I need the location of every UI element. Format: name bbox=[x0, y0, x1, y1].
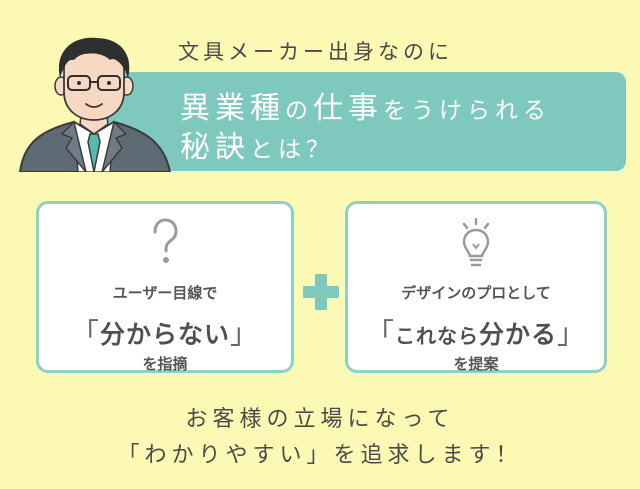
title-word: 秘訣 bbox=[180, 130, 250, 165]
card-design-pro: デザインのプロとして 「これなら分かる」 を提案 bbox=[345, 201, 607, 373]
card-footer: を提案 bbox=[453, 355, 499, 373]
emphasis-text: 分からない bbox=[99, 320, 230, 349]
title-line-1: 異業種の仕事をうけられる bbox=[180, 83, 551, 127]
closing-line-1: お客様の立場になって bbox=[185, 407, 455, 432]
card-heading: デザインのプロとして bbox=[401, 284, 551, 302]
question-mark-icon bbox=[153, 218, 178, 263]
bracket-open: 「 bbox=[365, 317, 395, 350]
lightbulb-icon bbox=[462, 218, 490, 267]
title-particle: とは？ bbox=[250, 137, 334, 163]
bracket-close: 」 bbox=[230, 317, 260, 350]
title-banner bbox=[100, 72, 626, 171]
title-particle: をうけられる bbox=[383, 98, 551, 124]
title-particle: の bbox=[285, 98, 313, 124]
card-emphasis: 「分からない」 bbox=[39, 312, 291, 352]
subtitle: 文具メーカー出身なのに bbox=[178, 40, 453, 64]
card-emphasis: 「これなら分かる」 bbox=[348, 312, 604, 352]
bracket-close: 」 bbox=[557, 317, 587, 350]
emphasis-text: 分かる bbox=[478, 320, 557, 349]
card-heading: ユーザー目線で bbox=[112, 284, 218, 302]
emphasis-text-small: これなら bbox=[394, 324, 479, 348]
title-word: 仕事 bbox=[313, 91, 383, 126]
closing-line-2: 「わかりやすい」を追求します！ bbox=[117, 443, 523, 468]
card-user-perspective: ユーザー目線で 「分からない」 を指摘 bbox=[36, 201, 294, 373]
card-footer: を指摘 bbox=[142, 355, 188, 373]
plus-icon bbox=[303, 274, 339, 310]
bracket-open: 「 bbox=[70, 317, 100, 350]
businessman-avatar bbox=[18, 37, 172, 172]
title-word: 異業種 bbox=[180, 91, 285, 126]
title-line-2: 秘訣とは？ bbox=[180, 122, 334, 166]
